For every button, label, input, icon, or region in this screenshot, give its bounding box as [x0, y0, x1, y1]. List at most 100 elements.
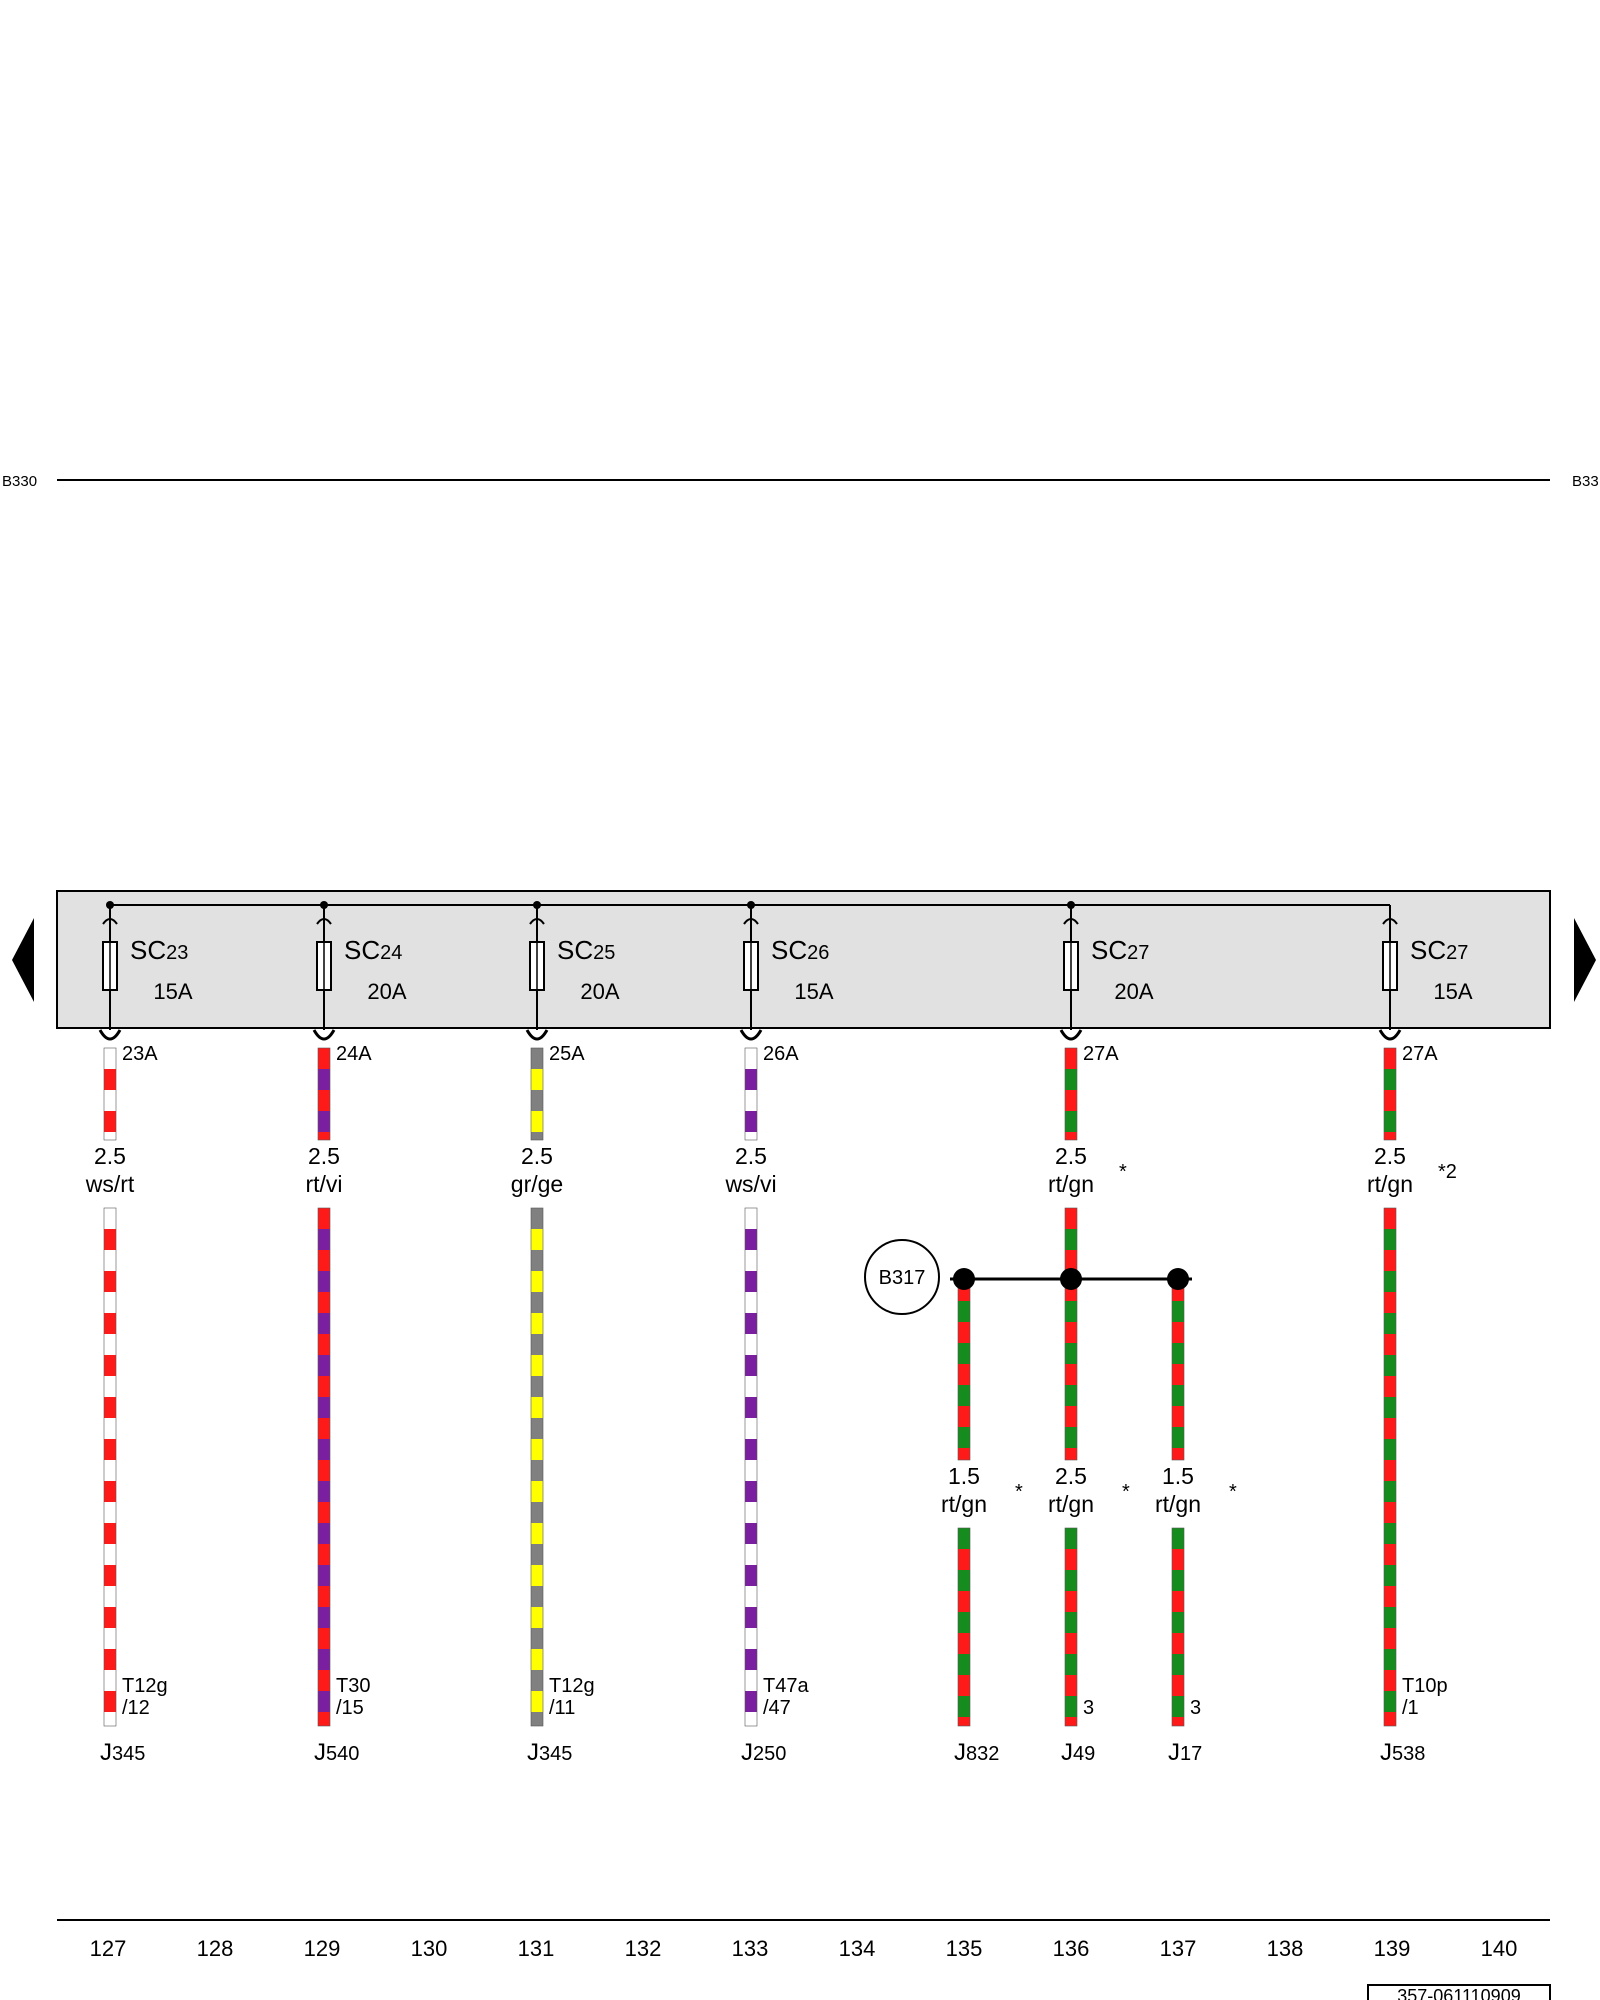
wire-color-code: rt/gn — [1048, 1491, 1094, 1517]
fuse-sc23[interactable]: SC23 15A — [98, 901, 193, 1041]
pin-label: 25A — [549, 1043, 585, 1065]
component-label: J345 — [100, 1739, 145, 1766]
pin-label: 23A — [122, 1043, 158, 1065]
column-number: 140 — [1481, 1936, 1518, 1961]
wire-segment-upper — [317, 1047, 331, 1141]
fuse-label: SC23 — [130, 935, 188, 965]
wire-footnote: *2 — [1438, 1161, 1457, 1183]
component-label: J49 — [1061, 1739, 1095, 1766]
fuse-sc26[interactable]: SC26 15A — [739, 901, 834, 1041]
connector-label: T10p — [1402, 1675, 1448, 1697]
wire-segment-upper — [1064, 1279, 1078, 1461]
connector-label: T12g — [122, 1675, 168, 1697]
pin-connector-icon — [312, 1029, 336, 1041]
doc-number: 357-061110909 — [1397, 1986, 1520, 2000]
column-number: 133 — [732, 1936, 769, 1961]
wire-size: 2.5 — [1374, 1143, 1406, 1169]
pin-connector-icon — [1059, 1029, 1083, 1041]
previous-page-arrow-icon[interactable] — [12, 918, 34, 1002]
wire-size: 1.5 — [1162, 1463, 1194, 1489]
connector-pin: /1 — [1402, 1697, 1419, 1719]
wire-color-code: ws/rt — [85, 1171, 135, 1197]
component-label: J17 — [1168, 1739, 1202, 1766]
wire-size: 2.5 — [308, 1143, 340, 1169]
fuse-group: SC2315ASC2420ASC2520ASC2615ASC2720ASC271… — [98, 901, 1473, 1041]
connector-label: T47a — [763, 1675, 809, 1697]
wire-segment-upper — [103, 1047, 117, 1141]
wire-size: 2.5 — [521, 1143, 553, 1169]
wire-color-code: gr/ge — [511, 1171, 563, 1197]
column-number: 128 — [197, 1936, 234, 1961]
wire-color-code: rt/vi — [305, 1171, 342, 1197]
pin-label: 26A — [763, 1043, 799, 1065]
wire-segment-upper — [1383, 1047, 1397, 1141]
fuse-rating: 15A — [153, 979, 192, 1004]
component-label: J538 — [1380, 1739, 1425, 1766]
column-number: 127 — [90, 1936, 127, 1961]
connector-pin: 3 — [1083, 1697, 1094, 1719]
fuse-rating: 20A — [580, 979, 619, 1004]
wire-color-code: ws/vi — [724, 1171, 776, 1197]
wire-segment-upper — [1064, 1047, 1078, 1141]
wire-segment-upper — [744, 1047, 758, 1141]
splice-branch-j832[interactable]: 1.5rt/gn*J832 — [941, 1268, 1023, 1766]
wire-color-code: rt/gn — [1367, 1171, 1413, 1197]
component-label: J832 — [954, 1739, 999, 1766]
fuse-box — [56, 890, 1551, 1029]
connector-label: T12g — [549, 1675, 595, 1697]
wire-segment-lower — [1064, 1527, 1078, 1727]
component-label: J345 — [527, 1739, 572, 1766]
connector-pin: /15 — [336, 1697, 364, 1719]
wire-segment-upper — [530, 1047, 544, 1141]
wire-group: 23A2.5ws/rtT12g/12J34524A2.5rt/viT30/15J… — [85, 1043, 1457, 1766]
column-number: 136 — [1053, 1936, 1090, 1961]
splice-circle-icon — [864, 1239, 940, 1315]
wire-segment-to-splice — [1064, 1207, 1078, 1281]
fuse-label: SC26 — [771, 935, 829, 965]
fuse-label: SC27 — [1091, 935, 1149, 965]
wire-size: 1.5 — [948, 1463, 980, 1489]
connector-label: T30 — [336, 1675, 370, 1697]
wire-footnote: * — [1119, 1161, 1127, 1183]
wire-segment-lower — [317, 1207, 331, 1727]
splice-group: B3171.5rt/gn*J8322.5rt/gn*3J491.5rt/gn*3… — [864, 1239, 1237, 1766]
wire-size: 2.5 — [735, 1143, 767, 1169]
fuse-rating: 15A — [794, 979, 833, 1004]
pin-connector-icon — [1378, 1029, 1402, 1041]
connector-pin: /12 — [122, 1697, 150, 1719]
wire-footnote: * — [1015, 1481, 1023, 1503]
splice-label: B317 — [879, 1267, 926, 1289]
wire-segment-lower — [957, 1527, 971, 1727]
wire-footnote: * — [1229, 1481, 1237, 1503]
pin-connector-icon — [98, 1029, 122, 1041]
splice-junction-dot — [1060, 1268, 1082, 1290]
connector-pin: /47 — [763, 1697, 791, 1719]
column-number: 134 — [839, 1936, 876, 1961]
component-label: J250 — [741, 1739, 786, 1766]
column-number: 139 — [1374, 1936, 1411, 1961]
wire-segment-lower — [1383, 1207, 1397, 1727]
wire-segment-upper — [1171, 1279, 1185, 1461]
fuse-rating: 15A — [1433, 979, 1472, 1004]
next-page-arrow-icon[interactable] — [1574, 918, 1596, 1002]
bus-label-left: B330 — [2, 473, 37, 490]
pin-label: 27A — [1083, 1043, 1119, 1065]
wire-segment-lower — [744, 1207, 758, 1727]
pin-connector-icon — [739, 1029, 763, 1041]
wire-segment-lower — [530, 1207, 544, 1727]
fuse-label: SC24 — [344, 935, 402, 965]
